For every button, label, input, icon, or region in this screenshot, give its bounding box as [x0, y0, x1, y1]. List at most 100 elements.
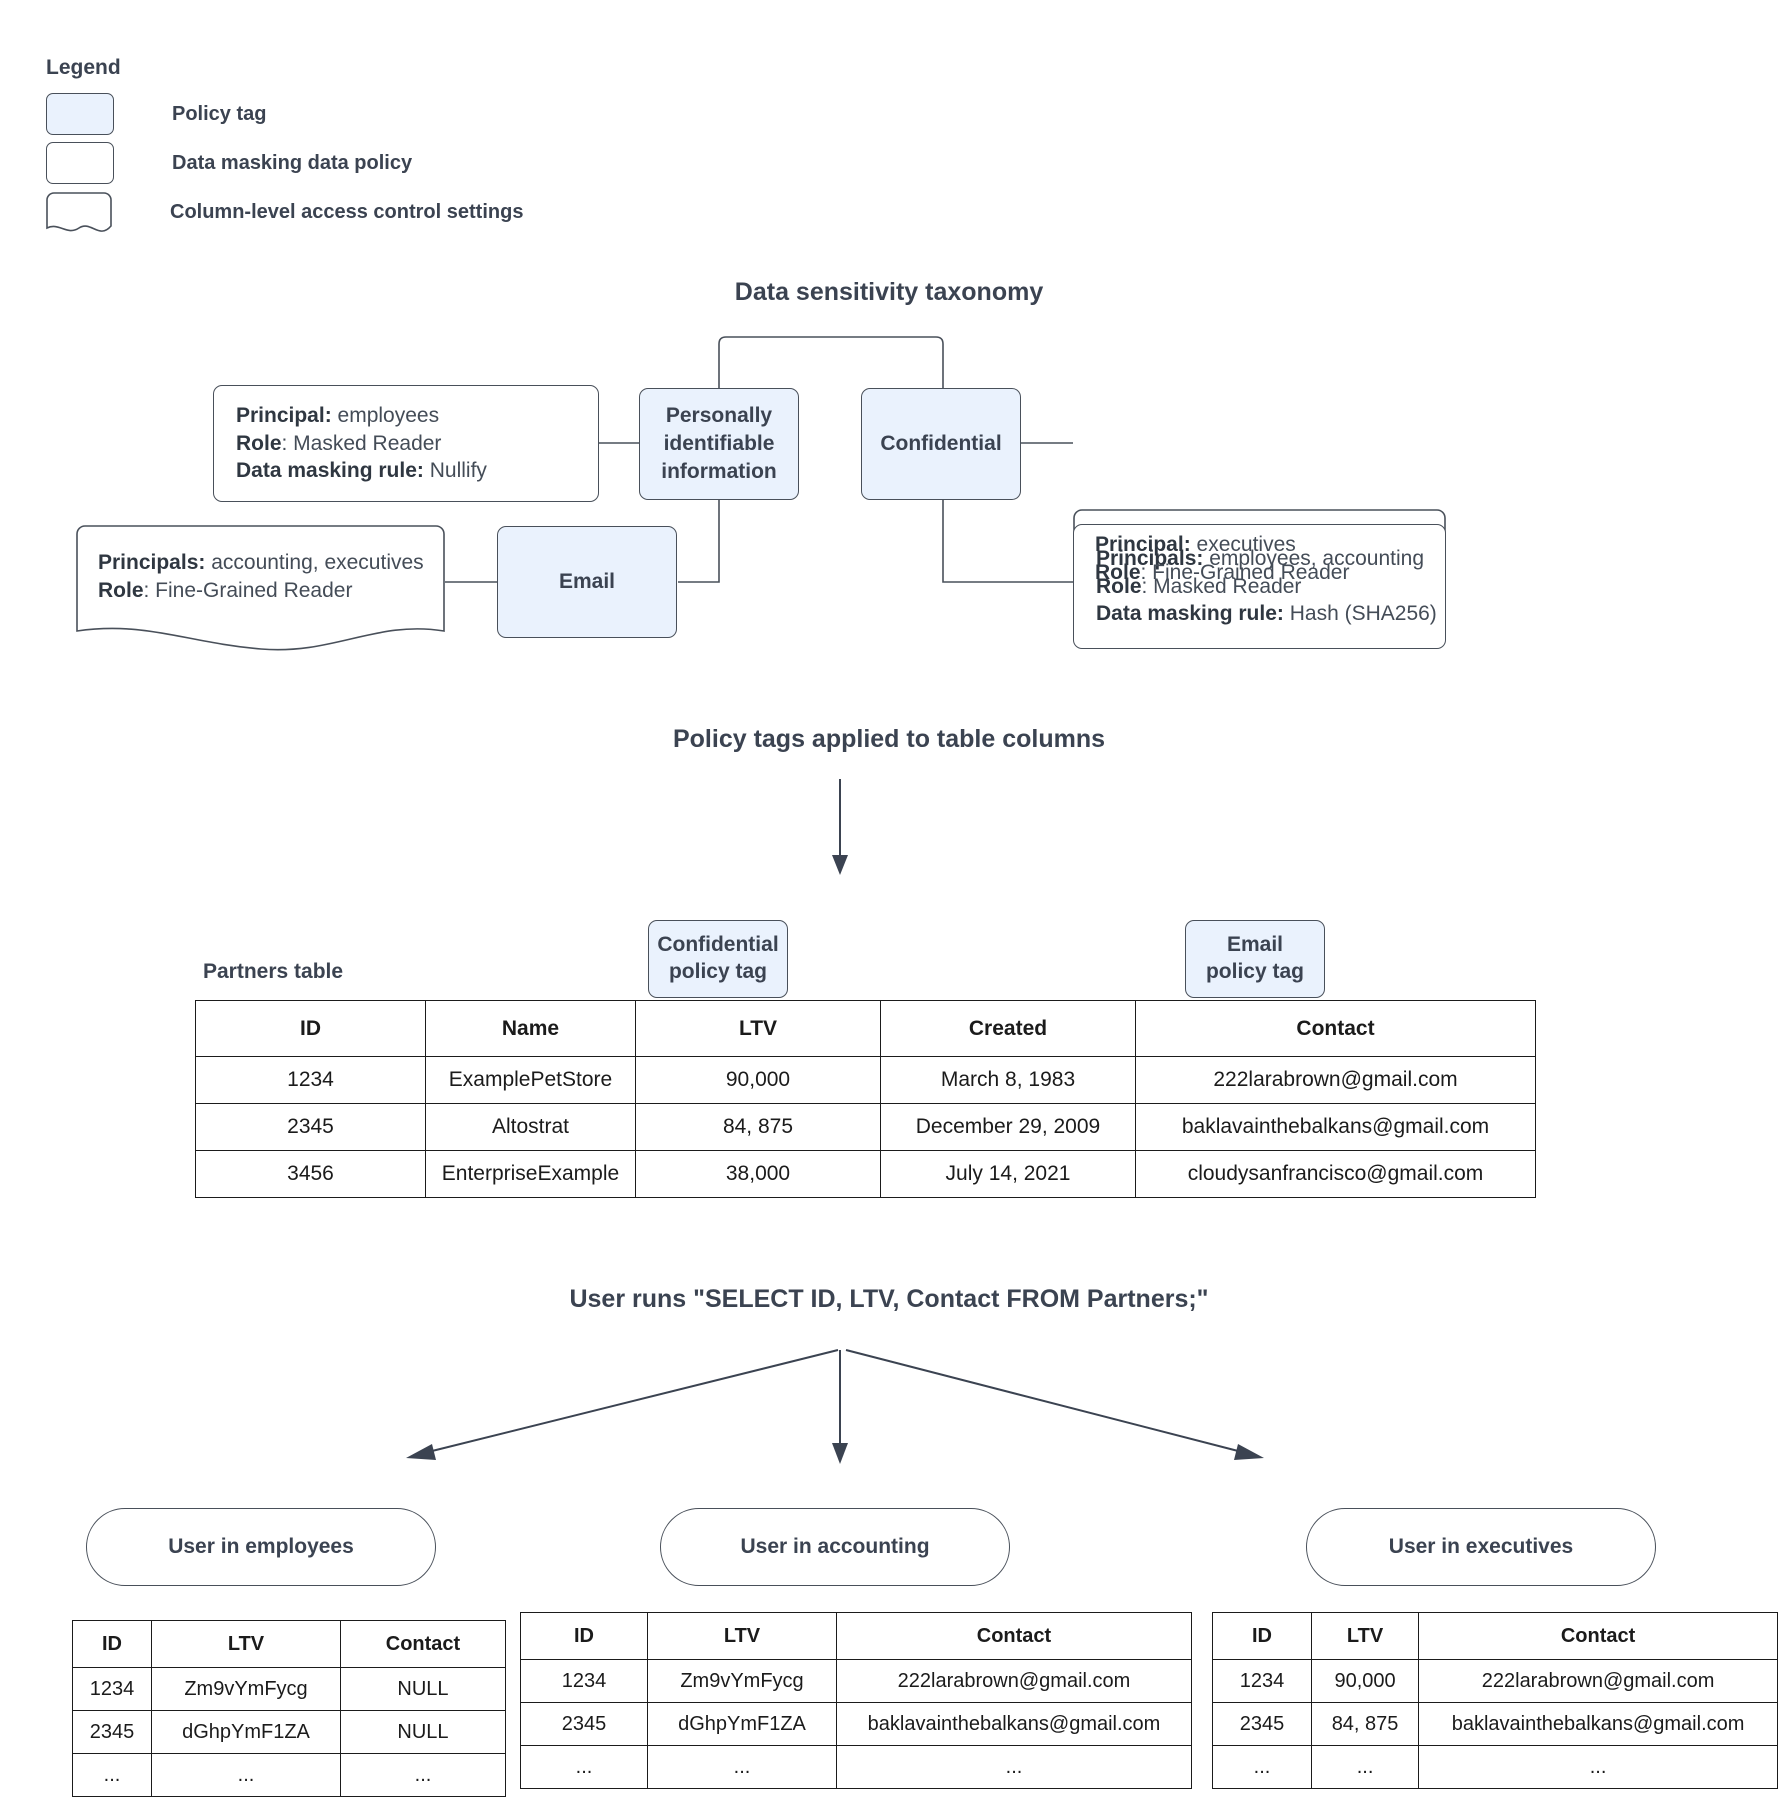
- column-header-ltv: LTV: [647, 1612, 837, 1660]
- policy-rule-label: Data masking rule:: [236, 459, 424, 483]
- cell-id: 2345: [1212, 1702, 1312, 1746]
- pii-data-masking-policy-box: Principal: employees Role: Masked Reader…: [213, 385, 599, 502]
- cell-id: ...: [1212, 1745, 1312, 1789]
- result-table-wrapper-employees: ID LTV Contact 1234 Zm9vYmFycg NULL 2345…: [72, 1620, 506, 1797]
- cell-id: 2345: [195, 1103, 426, 1151]
- legend-item-label: Policy tag: [172, 102, 267, 125]
- legend-item-data-masking-policy: Data masking data policy: [46, 139, 746, 187]
- table-row: 1234 Zm9vYmFycg 222larabrown@gmail.com: [520, 1659, 1192, 1703]
- column-header-contact: Contact: [1418, 1612, 1778, 1660]
- policy-role-value: : Masked Reader: [281, 431, 442, 455]
- table-row: 2345 dGhpYmF1ZA baklavainthebalkans@gmai…: [520, 1702, 1192, 1746]
- cell-created: December 29, 2009: [880, 1103, 1136, 1151]
- policy-role-label: Role: [98, 578, 144, 602]
- table-header-row: ID LTV Contact: [72, 1620, 506, 1668]
- confidential-column-access-control-box: Principal: executives Role: Fine-Grained…: [1073, 509, 1446, 633]
- cell-ltv: Zm9vYmFycg: [647, 1659, 837, 1703]
- taxonomy-title: Data sensitivity taxonomy: [734, 278, 1044, 306]
- cell-id: 1234: [195, 1056, 426, 1104]
- result-table-employees: ID LTV Contact 1234 Zm9vYmFycg NULL 2345…: [72, 1620, 506, 1797]
- cell-ltv: 90,000: [635, 1056, 881, 1104]
- table-row: ... ... ...: [72, 1753, 506, 1797]
- policy-rule-value: Hash (SHA256): [1283, 602, 1437, 626]
- cell-contact: baklavainthebalkans@gmail.com: [1418, 1702, 1778, 1746]
- cell-contact: baklavainthebalkans@gmail.com: [836, 1702, 1192, 1746]
- result-table-accounting: ID LTV Contact 1234 Zm9vYmFycg 222larabr…: [520, 1612, 1192, 1789]
- cell-ltv: Zm9vYmFycg: [151, 1667, 341, 1711]
- cell-contact: 222larabrown@gmail.com: [836, 1659, 1192, 1703]
- result-table-wrapper-accounting: ID LTV Contact 1234 Zm9vYmFycg 222larabr…: [520, 1612, 1192, 1789]
- policy-role-label: Role: [236, 431, 282, 455]
- table-row: 2345 Altostrat 84, 875 December 29, 2009…: [195, 1103, 1536, 1151]
- policy-principal-label: Principals:: [98, 550, 206, 574]
- column-header-id: ID: [72, 1620, 152, 1668]
- table-row: 2345 84, 875 baklavainthebalkans@gmail.c…: [1212, 1702, 1778, 1746]
- partners-table-wrapper: ID Name LTV Created Contact 1234 Example…: [195, 1000, 1536, 1198]
- cell-id: 1234: [72, 1667, 152, 1711]
- persona-pill-executives: User in executives: [1306, 1508, 1656, 1586]
- cell-created: July 14, 2021: [880, 1150, 1136, 1198]
- cell-ltv: 84, 875: [635, 1103, 881, 1151]
- persona-pill-accounting: User in accounting: [660, 1508, 1010, 1586]
- policy-principal-value: employees, accounting: [1203, 546, 1425, 570]
- cell-ltv: 84, 875: [1310, 1702, 1420, 1746]
- cell-contact: 222larabrown@gmail.com: [1418, 1659, 1778, 1703]
- legend-item-policy-tag: Policy tag: [46, 90, 746, 138]
- policy-role-value: : Masked Reader: [1141, 574, 1302, 598]
- cell-id: 2345: [520, 1702, 648, 1746]
- policy-principal-value: accounting, executives: [205, 550, 424, 574]
- column-header-id: ID: [520, 1612, 648, 1660]
- cell-contact: ...: [340, 1753, 506, 1797]
- policy-tag-line1: Email: [1226, 933, 1284, 957]
- table-row: ... ... ...: [1212, 1745, 1778, 1789]
- cell-id: ...: [520, 1745, 648, 1789]
- persona-label: User in executives: [1388, 1535, 1574, 1558]
- policy-tag-label: Personally identifiable information: [661, 404, 777, 483]
- policy-rule-label: Data masking rule:: [1096, 602, 1284, 626]
- cell-contact: cloudysanfrancisco@gmail.com: [1135, 1150, 1536, 1198]
- partners-table-label: Partners table: [203, 960, 344, 983]
- cell-name: ExamplePetStore: [425, 1056, 636, 1104]
- policy-tag-pii[interactable]: Personally identifiable information: [639, 388, 799, 500]
- table-header-row: ID LTV Contact: [520, 1612, 1192, 1660]
- cell-id: 1234: [520, 1659, 648, 1703]
- policy-principal-value: employees: [331, 403, 440, 427]
- policy-role-label: Role: [1095, 561, 1141, 584]
- policy-tag-swatch-icon: [46, 93, 114, 135]
- policy-tag-confidential[interactable]: Confidential: [861, 388, 1021, 500]
- persona-label: User in accounting: [740, 1535, 930, 1558]
- policy-principal-value: executives: [1190, 533, 1296, 557]
- confidential-data-masking-policy-box: Principals: employees, accounting Role: …: [1073, 524, 1446, 649]
- policy-rule-value: Nullify: [423, 459, 487, 483]
- table-row: 1234 90,000 222larabrown@gmail.com: [1212, 1659, 1778, 1703]
- partners-table: ID Name LTV Created Contact 1234 Example…: [195, 1000, 1536, 1198]
- column-policy-tag-confidential[interactable]: Confidential policy tag: [648, 920, 788, 998]
- result-table-wrapper-executives: ID LTV Contact 1234 90,000 222larabrown@…: [1212, 1612, 1778, 1789]
- policy-principal-label: Principal:: [1095, 533, 1191, 557]
- column-header-ltv: LTV: [151, 1620, 341, 1668]
- persona-pill-employees: User in employees: [86, 1508, 436, 1586]
- applied-title: Policy tags applied to table columns: [672, 725, 1106, 753]
- policy-tag-email[interactable]: Email: [497, 526, 677, 638]
- cell-ltv: dGhpYmF1ZA: [647, 1702, 837, 1746]
- cell-ltv: 90,000: [1310, 1659, 1420, 1703]
- cell-ltv: dGhpYmF1ZA: [151, 1710, 341, 1754]
- column-header-id: ID: [195, 1000, 426, 1057]
- cell-ltv: ...: [1310, 1745, 1420, 1789]
- policy-tag-line2: policy tag: [668, 960, 768, 983]
- cell-id: ...: [72, 1753, 152, 1797]
- legend-item-column-access-control: Column-level access control settings: [46, 188, 746, 236]
- table-row: 3456 EnterpriseExample 38,000 July 14, 2…: [195, 1150, 1536, 1198]
- policy-tag-line1: Confidential: [657, 933, 779, 957]
- policy-tag-label: Confidential: [880, 432, 1002, 456]
- column-policy-tag-email[interactable]: Email policy tag: [1185, 920, 1325, 998]
- policy-tag-label: Email: [558, 570, 616, 594]
- table-row: 1234 Zm9vYmFycg NULL: [72, 1667, 506, 1711]
- column-header-contact: Contact: [1135, 1000, 1536, 1057]
- table-header-row: ID LTV Contact: [1212, 1612, 1778, 1660]
- column-header-contact: Contact: [836, 1612, 1192, 1660]
- persona-label: User in employees: [168, 1535, 354, 1558]
- table-row: 2345 dGhpYmF1ZA NULL: [72, 1710, 506, 1754]
- cell-created: March 8, 1983: [880, 1056, 1136, 1104]
- policy-principal-label: Principals:: [1096, 546, 1204, 570]
